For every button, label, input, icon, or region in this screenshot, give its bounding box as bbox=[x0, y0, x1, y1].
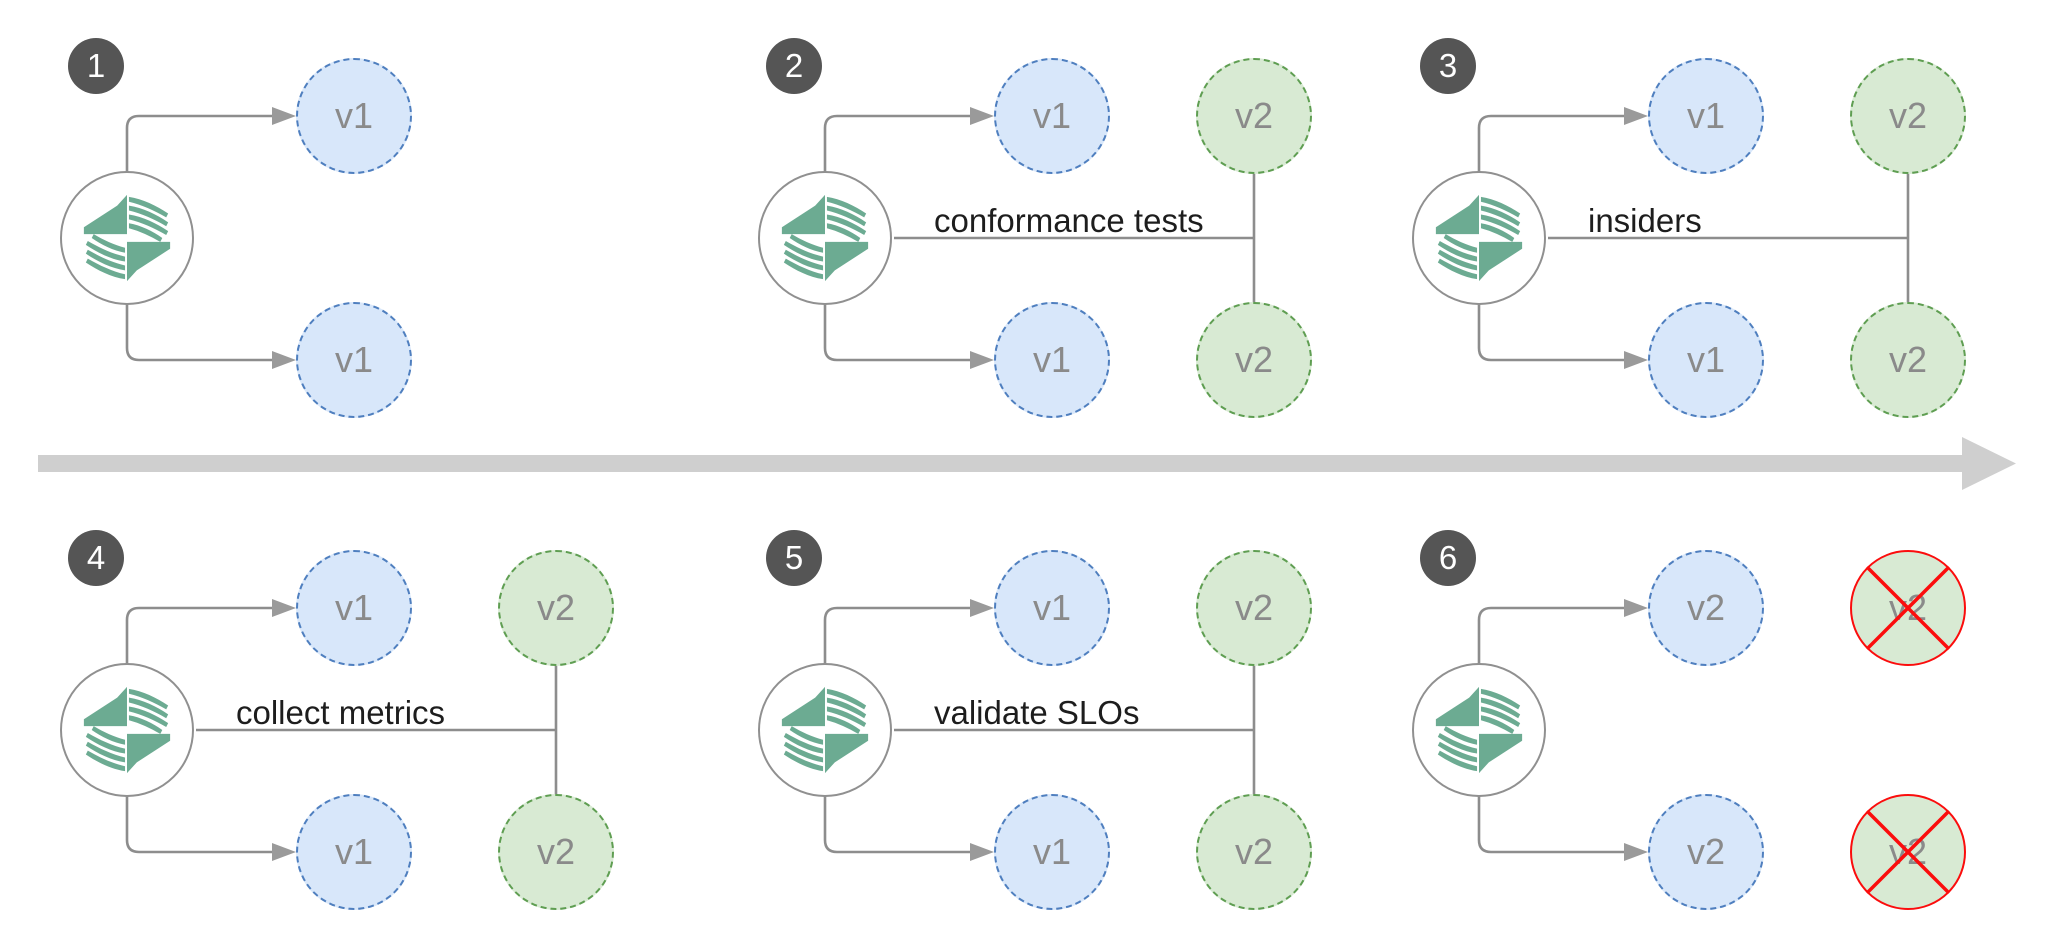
node-secondary-bottom[interactable]: v2 bbox=[1196, 794, 1312, 910]
node-secondary-top[interactable]: v2 bbox=[498, 550, 614, 666]
edge-hub-to-bottom bbox=[125, 276, 296, 369]
node-secondary-bottom[interactable]: v2 bbox=[1850, 794, 1966, 910]
stage-panel-2: 2 bbox=[758, 28, 1418, 448]
node-secondary-top[interactable]: v2 bbox=[1196, 58, 1312, 174]
edge-label: collect metrics bbox=[236, 694, 446, 731]
flagger-logo-icon bbox=[1435, 194, 1523, 282]
node-secondary-top[interactable]: v2 bbox=[1850, 550, 1966, 666]
flagger-hub[interactable] bbox=[758, 663, 892, 797]
flagger-hub[interactable] bbox=[60, 663, 194, 797]
edge-hub-to-bottom bbox=[1477, 276, 1648, 369]
edge-hub-to-top bbox=[125, 599, 296, 692]
node-primary-top[interactable]: v1 bbox=[994, 550, 1110, 666]
flagger-logo-icon bbox=[83, 686, 171, 774]
node-primary-bottom[interactable]: v1 bbox=[994, 302, 1110, 418]
stage-panel-3: 3 bbox=[1412, 28, 2050, 448]
node-primary-top[interactable]: v2 bbox=[1648, 550, 1764, 666]
flagger-logo-icon bbox=[781, 194, 869, 282]
node-primary-top[interactable]: v1 bbox=[296, 58, 412, 174]
step-number-badge-5: 5 bbox=[766, 530, 822, 586]
node-primary-top[interactable]: v1 bbox=[994, 58, 1110, 174]
edge-hub-to-top bbox=[823, 107, 994, 200]
edge-label: validate SLOs bbox=[934, 694, 1140, 731]
flagger-logo-icon bbox=[781, 686, 869, 774]
edge-hub-to-bottom bbox=[823, 276, 994, 369]
node-secondary-bottom[interactable]: v2 bbox=[498, 794, 614, 910]
node-primary-bottom[interactable]: v2 bbox=[1648, 794, 1764, 910]
panel-edges bbox=[125, 107, 296, 369]
step-number-badge-6: 6 bbox=[1420, 530, 1476, 586]
cross-out-icon bbox=[1865, 565, 1951, 651]
node-primary-bottom[interactable]: v1 bbox=[994, 794, 1110, 910]
node-primary-bottom[interactable]: v1 bbox=[296, 302, 412, 418]
step-number-badge-2: 2 bbox=[766, 38, 822, 94]
flagger-hub[interactable] bbox=[1412, 171, 1546, 305]
edge-hub-to-bottom bbox=[823, 768, 994, 861]
node-primary-bottom[interactable]: v1 bbox=[1648, 302, 1764, 418]
flagger-hub[interactable] bbox=[1412, 663, 1546, 797]
node-primary-bottom[interactable]: v1 bbox=[296, 794, 412, 910]
cross-out-icon bbox=[1865, 809, 1951, 895]
edge-label: insiders bbox=[1588, 202, 1702, 239]
stage-panel-5: 5 bbox=[758, 520, 1418, 940]
node-primary-top[interactable]: v1 bbox=[296, 550, 412, 666]
edge-hub-to-top bbox=[1477, 599, 1648, 692]
step-number-badge-3: 3 bbox=[1420, 38, 1476, 94]
step-number-badge-1: 1 bbox=[68, 38, 124, 94]
stage-panel-6: 6 bbox=[1412, 520, 2050, 940]
stage-panel-1: 1 bbox=[60, 28, 720, 448]
edge-hub-to-bottom bbox=[1477, 768, 1648, 861]
node-primary-top[interactable]: v1 bbox=[1648, 58, 1764, 174]
step-number-badge-4: 4 bbox=[68, 530, 124, 586]
edge-hub-to-top bbox=[1477, 107, 1648, 200]
flagger-hub[interactable] bbox=[60, 171, 194, 305]
flagger-logo-icon bbox=[1435, 686, 1523, 774]
edge-hub-to-bottom bbox=[125, 768, 296, 861]
flagger-hub[interactable] bbox=[758, 171, 892, 305]
node-secondary-bottom[interactable]: v2 bbox=[1850, 302, 1966, 418]
node-secondary-bottom[interactable]: v2 bbox=[1196, 302, 1312, 418]
node-secondary-top[interactable]: v2 bbox=[1196, 550, 1312, 666]
node-secondary-top[interactable]: v2 bbox=[1850, 58, 1966, 174]
panel-edges bbox=[1477, 599, 1648, 861]
edge-hub-to-top bbox=[125, 107, 296, 200]
flagger-logo-icon bbox=[83, 194, 171, 282]
edge-label: conformance tests bbox=[934, 202, 1204, 239]
edge-hub-to-top bbox=[823, 599, 994, 692]
stage-panel-4: 4 bbox=[60, 520, 720, 940]
